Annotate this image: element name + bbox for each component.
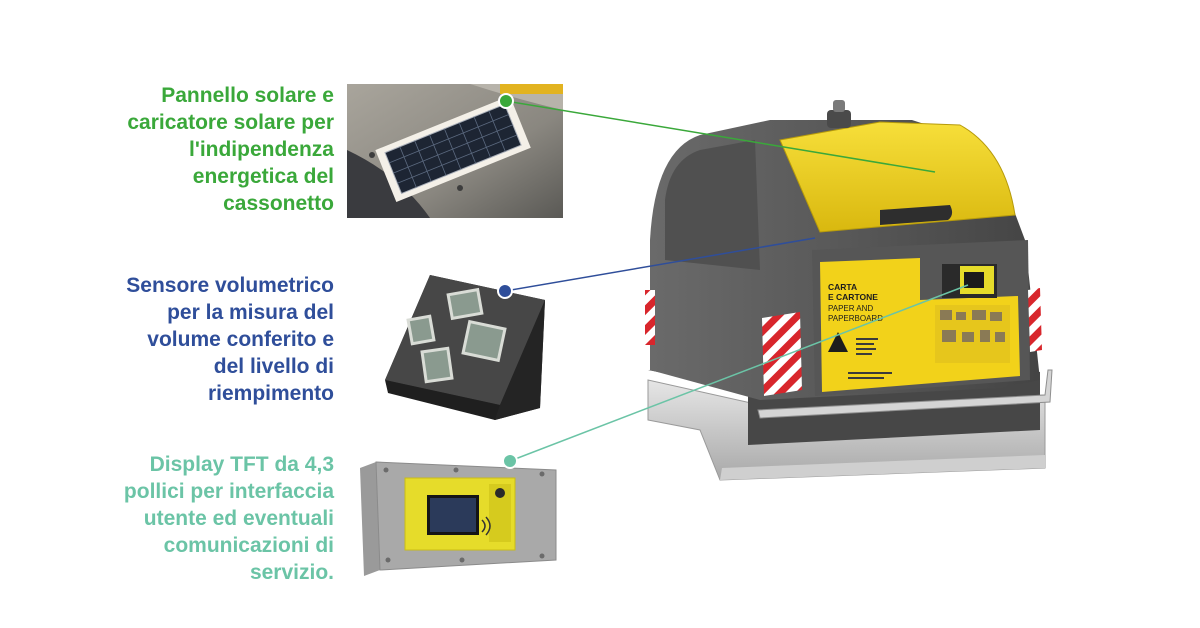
callout-sensor <box>497 237 816 299</box>
bin-panel-line2: E CARTONE <box>828 292 878 302</box>
callout-display <box>502 284 969 469</box>
tft-display-device <box>360 461 557 576</box>
bin-panel-line1: CARTA <box>828 282 857 292</box>
bin-panel-line4: PAPERBOARD <box>828 314 883 323</box>
warning-stripes-right <box>1028 288 1042 352</box>
callout-solar <box>498 93 936 173</box>
volumetric-sensor-device <box>385 275 545 420</box>
warning-stripes-left <box>762 312 802 396</box>
waste-bin: CARTA E CARTONE PAPER AND PAPERBOARD <box>645 100 1053 481</box>
solar-panel-label: Pannello solare e caricatore solare per … <box>127 84 334 215</box>
solar-panel-photo <box>347 84 563 218</box>
brand-logo-icon <box>828 332 848 352</box>
volumetric-sensor-label: Sensore volumetrico per la misura del vo… <box>126 274 334 405</box>
bin-panel-line3: PAPER AND <box>828 304 873 313</box>
tft-display-label: Display TFT da 4,3 pollici per interfacc… <box>123 453 334 584</box>
